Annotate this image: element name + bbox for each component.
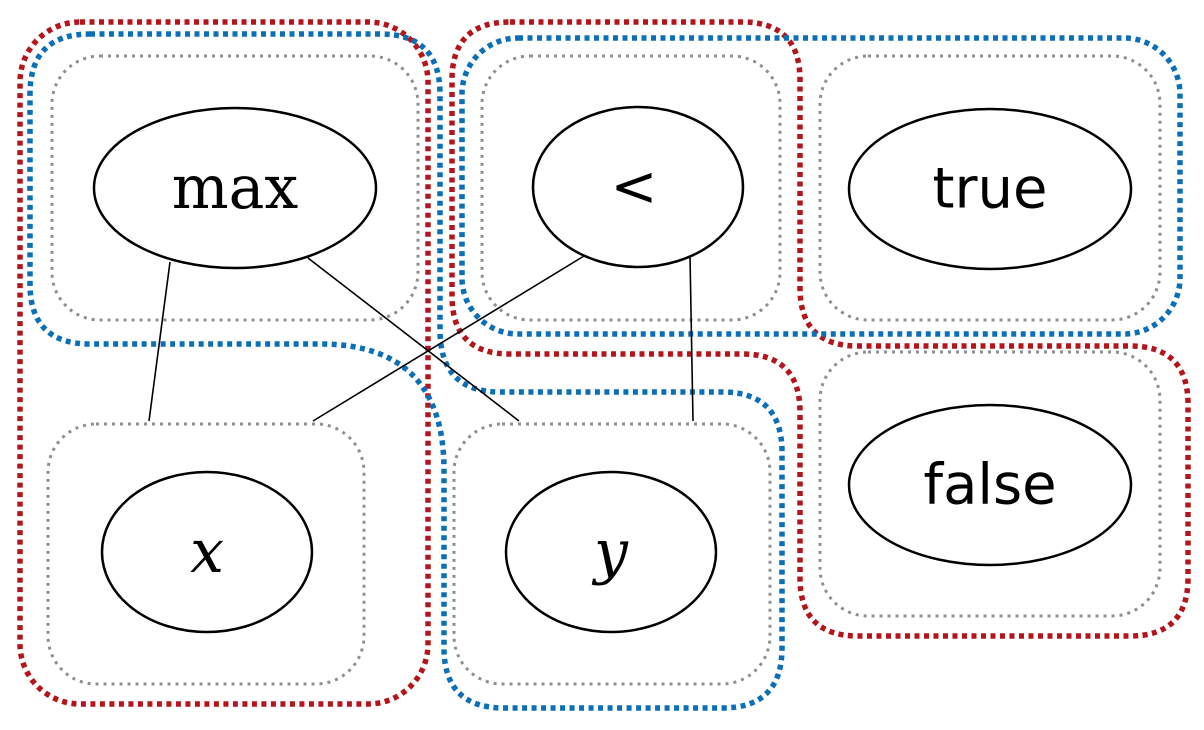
node-false: false — [847, 403, 1133, 567]
gray-boundary-lt — [480, 54, 782, 322]
node-false-label: false — [923, 453, 1056, 518]
node-true: true — [847, 107, 1133, 271]
gray-boundary-x — [46, 422, 366, 686]
node-lt: < — [531, 105, 745, 269]
gray-boundary-max — [50, 54, 420, 322]
node-lt-label: < — [611, 155, 658, 220]
blue-boundary-lt-true — [459, 35, 1183, 337]
node-true-label: true — [933, 157, 1048, 222]
node-x: x — [100, 470, 314, 634]
node-y: y — [504, 470, 718, 634]
edge-max-x — [148, 261, 171, 422]
gray-boundary-y — [452, 422, 772, 686]
edge-lt-y — [689, 255, 694, 422]
edge-lt-x — [312, 255, 585, 422]
blue-boundary-max-y — [27, 31, 785, 711]
edge-max-y — [307, 257, 520, 422]
node-max: max — [92, 106, 378, 270]
node-max-ellipse — [92, 106, 378, 270]
gray-boundary-false — [818, 350, 1162, 618]
node-true-ellipse — [847, 107, 1133, 271]
gray-boundary-true — [818, 54, 1162, 322]
node-y-label: y — [591, 517, 629, 587]
node-x-label: x — [190, 517, 224, 587]
node-x-ellipse — [100, 470, 314, 634]
red-boundary-max-x — [17, 19, 431, 707]
node-false-ellipse — [847, 403, 1133, 567]
node-lt-ellipse — [531, 105, 745, 269]
node-y-ellipse — [504, 470, 718, 634]
node-max-label: max — [172, 153, 299, 223]
